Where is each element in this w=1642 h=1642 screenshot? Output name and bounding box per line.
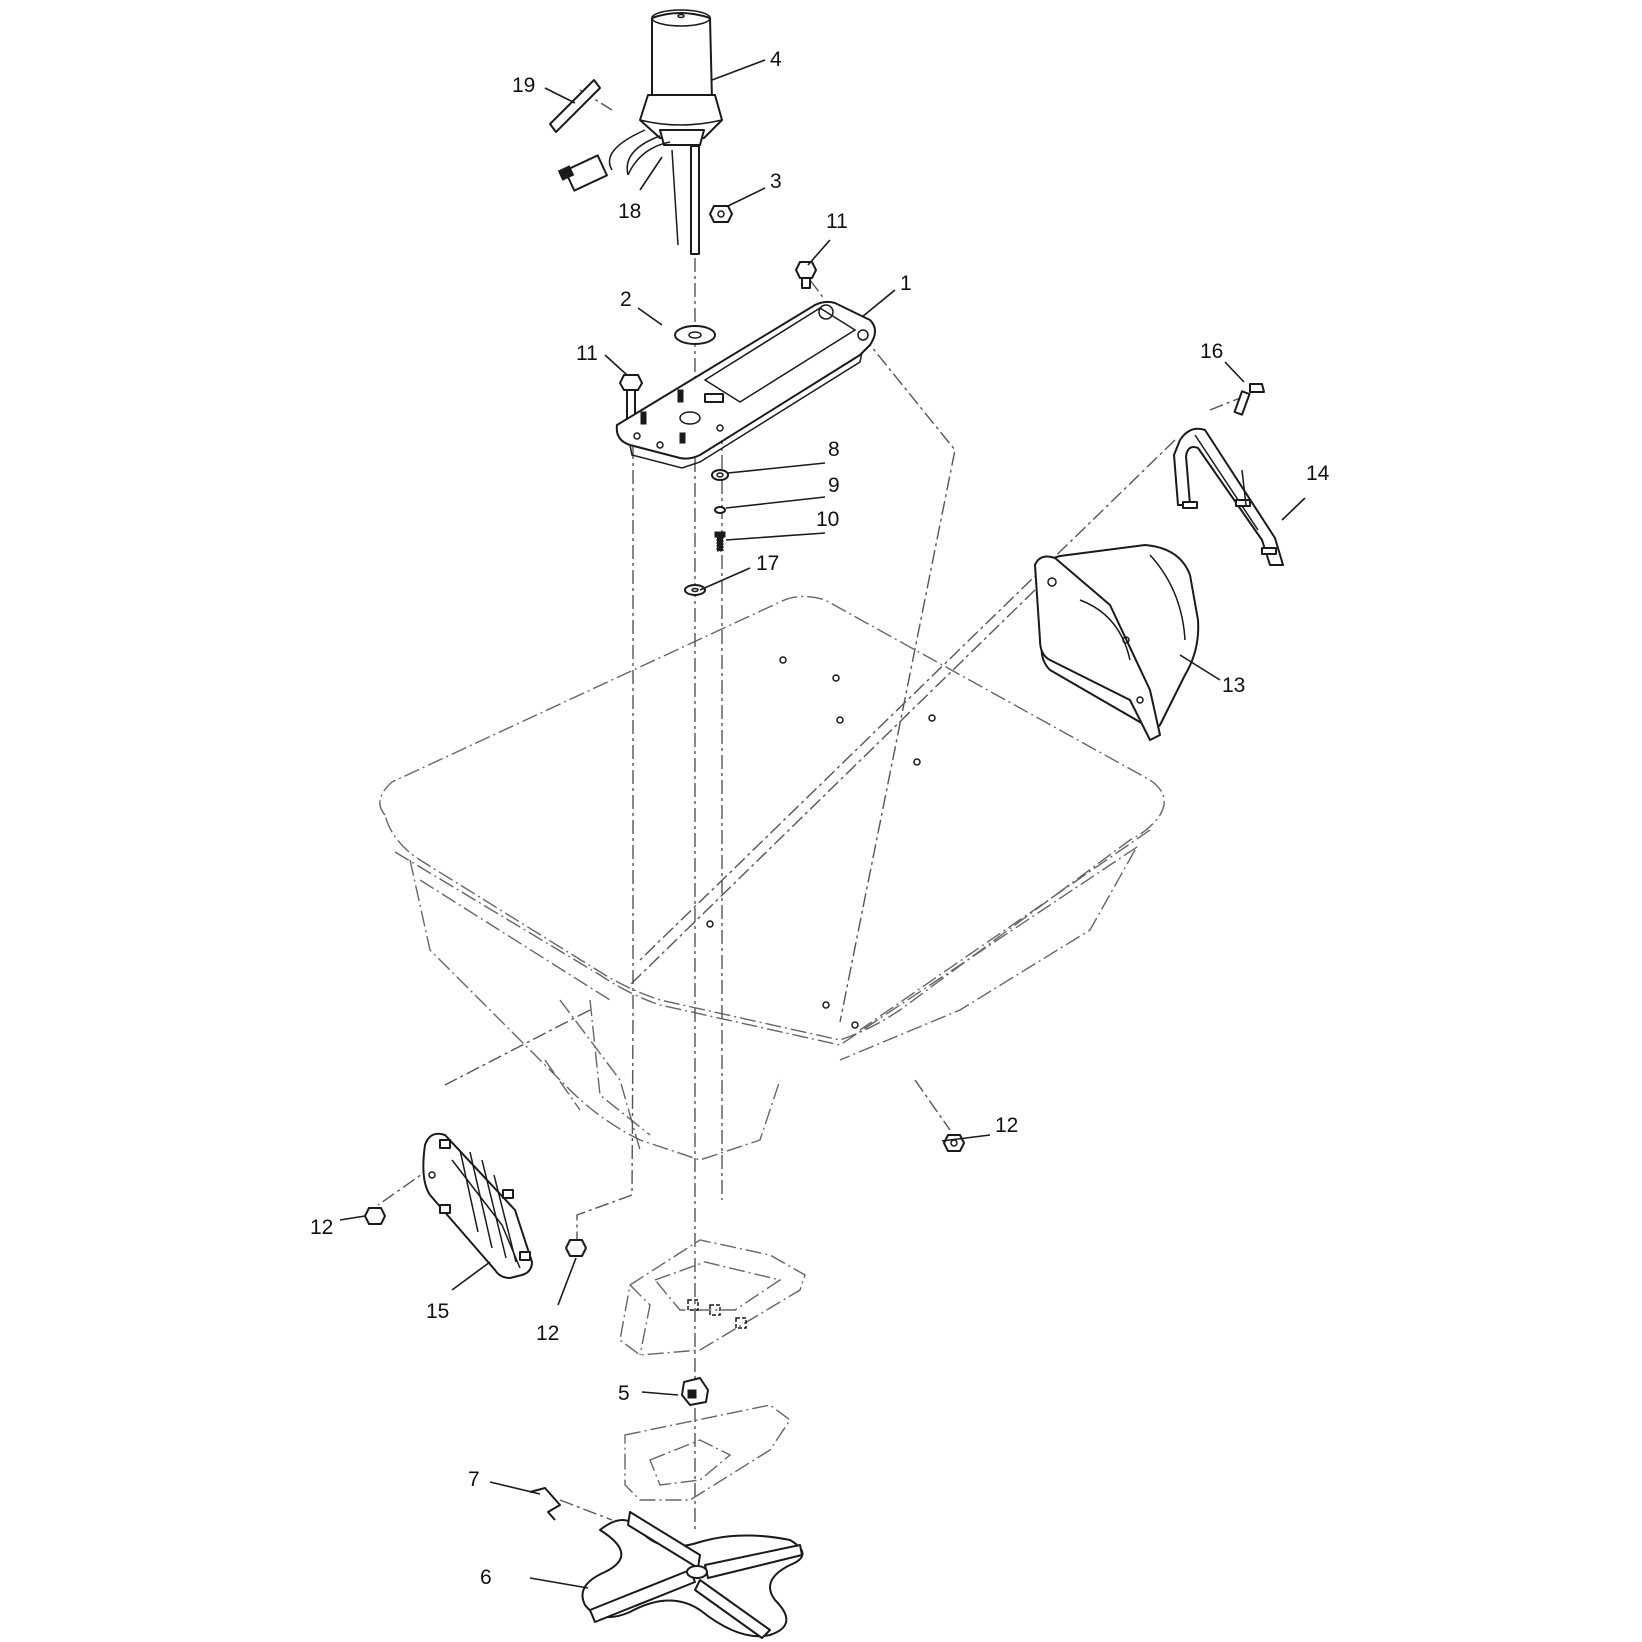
washer-8 <box>711 469 729 481</box>
nut-12-lower <box>565 1239 587 1257</box>
callout-12-lower: 12 <box>536 1322 559 1345</box>
callout-9: 9 <box>828 474 840 497</box>
deflector-bracket <box>1173 427 1284 566</box>
nut-12-left <box>364 1207 386 1225</box>
motor <box>627 9 723 255</box>
callout-12-right: 12 <box>995 1114 1018 1137</box>
callout-10: 10 <box>816 508 839 531</box>
lower-plate-phantom <box>624 1404 791 1501</box>
callout-11-left: 11 <box>576 342 598 365</box>
callout-1: 1 <box>900 272 912 295</box>
callout-16: 16 <box>1200 340 1223 363</box>
washer-2 <box>674 325 716 345</box>
bolt-11-right <box>795 261 817 289</box>
grill-plate <box>422 1132 533 1279</box>
callouts: 1 2 3 4 5 6 7 8 9 10 11 11 12 12 12 13 1… <box>310 48 1330 1589</box>
spinner-disc <box>581 1511 804 1639</box>
hopper-phantom <box>379 595 1165 1161</box>
callout-15: 15 <box>426 1300 449 1323</box>
callout-8: 8 <box>828 438 840 461</box>
wire-harness <box>557 129 679 246</box>
hairpin-clip <box>529 1487 561 1521</box>
callout-2: 2 <box>620 288 632 311</box>
callout-6: 6 <box>480 1566 492 1589</box>
bolt-16 <box>1233 383 1265 416</box>
callout-3: 3 <box>770 170 782 193</box>
nut-12-right <box>943 1134 965 1152</box>
nut-3 <box>709 205 733 223</box>
deflector-housing <box>1034 544 1200 741</box>
callout-13: 13 <box>1222 674 1245 697</box>
washer-17 <box>684 584 706 596</box>
leader-lines <box>339 59 1306 1589</box>
callout-7: 7 <box>468 1468 480 1491</box>
wire-spring <box>549 79 601 133</box>
callout-14: 14 <box>1306 462 1330 485</box>
callout-17: 17 <box>756 552 779 575</box>
callout-12-left: 12 <box>310 1216 333 1239</box>
callout-11-right: 11 <box>826 210 848 233</box>
lock-washer-9 <box>714 506 726 514</box>
assembly-centerlines <box>377 89 1241 1530</box>
callout-19: 19 <box>512 74 535 97</box>
spinner-bracket-phantom <box>619 1239 806 1356</box>
mounting-plate <box>615 300 876 469</box>
screw-10 <box>714 531 726 552</box>
shaft-coupler <box>681 1377 709 1406</box>
callout-5: 5 <box>618 1382 630 1405</box>
callout-4: 4 <box>770 48 782 71</box>
callout-18: 18 <box>618 200 641 223</box>
